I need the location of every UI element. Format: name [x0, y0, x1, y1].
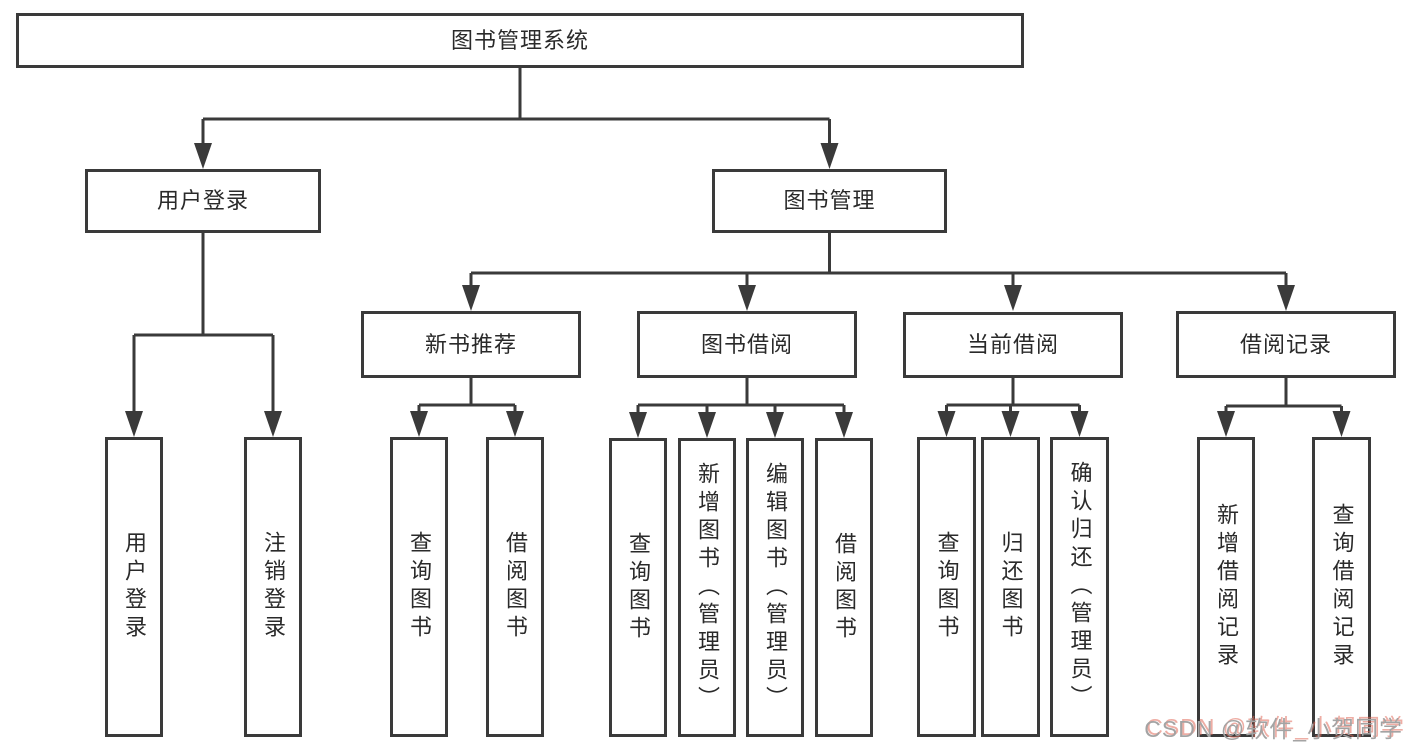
node-label: 新增图书（管理员） [695, 461, 720, 714]
leaf-logout-login: 注销登录 [244, 437, 302, 737]
node-label: 新增借阅记录 [1214, 503, 1239, 671]
node-label: 注销登录 [261, 531, 286, 643]
leaf-bb-query-book: 查询图书 [609, 438, 667, 737]
node-label: 编辑图书（管理员） [763, 461, 788, 714]
node-label: 图书管理 [783, 188, 876, 213]
node-label: 借阅图书 [832, 531, 857, 644]
leaf-cb-query-book: 查询图书 [917, 437, 976, 737]
node-label: 归还图书 [998, 531, 1024, 643]
node-library-management-system: 图书管理系统 [16, 13, 1024, 68]
node-label: 用户登录 [122, 531, 147, 643]
node-current-borrow: 当前借阅 [903, 312, 1123, 378]
node-label: 当前借阅 [966, 332, 1059, 357]
node-label: 查询图书 [626, 531, 651, 644]
leaf-nbr-query-book: 查询图书 [390, 437, 448, 737]
node-label: 查询图书 [934, 531, 960, 643]
node-user-login: 用户登录 [85, 169, 321, 233]
leaf-br-add-record: 新增借阅记录 [1197, 437, 1255, 737]
node-borrow-record: 借阅记录 [1176, 311, 1396, 378]
node-label: 用户登录 [156, 188, 249, 213]
node-new-book-recommend: 新书推荐 [361, 311, 581, 378]
node-label: 查询图书 [407, 531, 432, 643]
node-label: 借阅记录 [1239, 331, 1332, 357]
node-label: 借阅图书 [503, 531, 528, 643]
leaf-br-query-record: 查询借阅记录 [1312, 437, 1371, 737]
node-label: 确认归还（管理员） [1067, 461, 1093, 713]
leaf-bb-borrow-book: 借阅图书 [815, 438, 873, 737]
leaf-bb-add-book-admin: 新增图书（管理员） [678, 438, 736, 737]
node-book-management: 图书管理 [712, 169, 947, 233]
node-book-borrow: 图书借阅 [637, 311, 857, 378]
leaf-nbr-borrow-book: 借阅图书 [486, 437, 544, 737]
csdn-watermark: CSDN @软件_小贺同学 [1144, 716, 1403, 742]
node-label: 新书推荐 [424, 331, 517, 357]
node-label: 图书管理系统 [450, 27, 589, 53]
leaf-cb-confirm-return-admin: 确认归还（管理员） [1050, 437, 1109, 737]
node-label: 图书借阅 [700, 331, 793, 357]
leaf-user-login: 用户登录 [105, 437, 163, 737]
leaf-cb-return-book: 归还图书 [981, 437, 1040, 737]
leaf-bb-edit-book-admin: 编辑图书（管理员） [746, 438, 804, 737]
node-label: 查询借阅记录 [1329, 503, 1355, 671]
